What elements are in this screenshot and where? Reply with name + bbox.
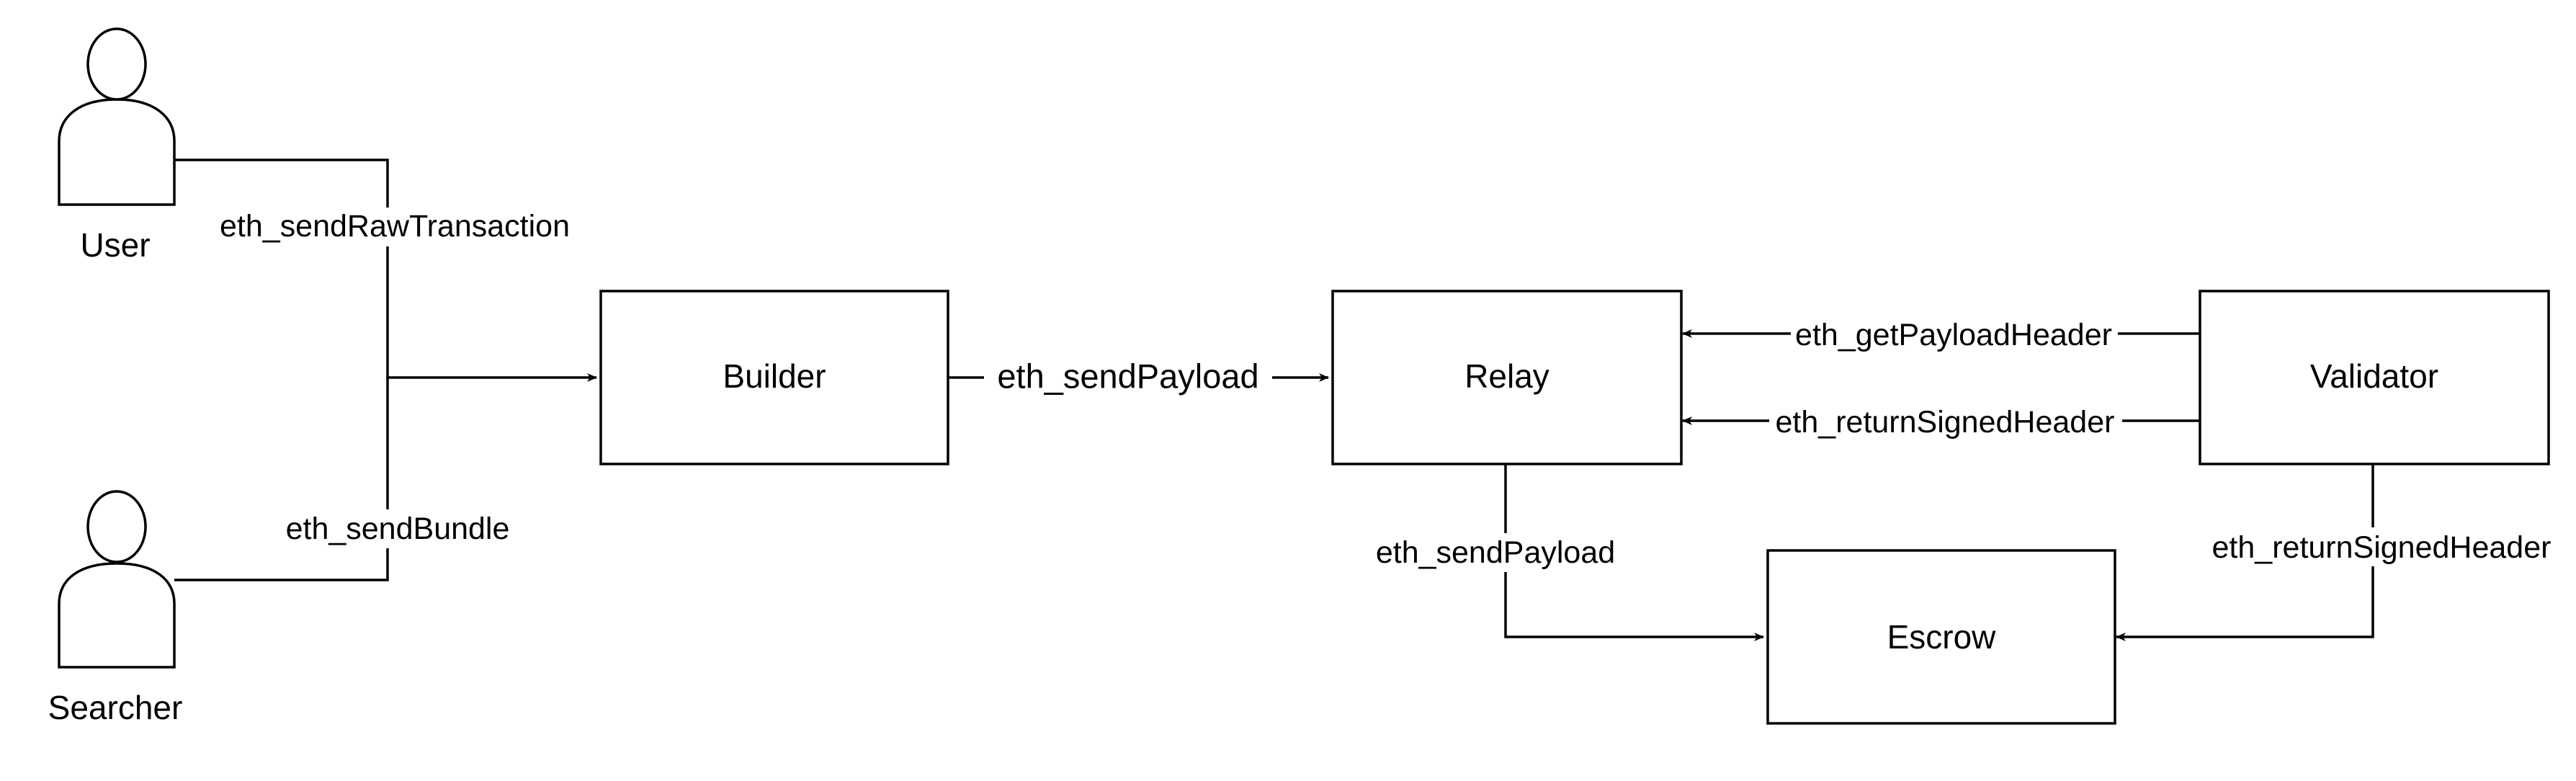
actor-label: User — [80, 226, 150, 264]
actor-label: Searcher — [48, 689, 183, 726]
edge-label-builder-relay: eth_sendPayload — [984, 356, 1272, 399]
edge-user-to-builder — [174, 159, 597, 382]
searcher-actor: Searcher — [48, 490, 183, 726]
edge-searcher-to-builder — [174, 378, 389, 581]
edge-label-send-raw-transaction: eth_sendRawTransaction — [213, 207, 578, 246]
node-label: Relay — [1464, 357, 1549, 395]
edge-label-return-signed-header-relay: eth_returnSignedHeader — [1769, 402, 2122, 441]
edge-line — [1504, 464, 1764, 641]
edge-label-send-bundle: eth_sendBundle — [279, 509, 517, 548]
edge-label-text: eth_sendPayload — [997, 357, 1258, 396]
validator-node: Validator — [2199, 290, 2550, 465]
edge-label-relay-escrow: eth_sendPayload — [1369, 533, 1641, 572]
edge-label-text: eth_sendRawTransaction — [220, 209, 570, 244]
edge-label-text: eth_sendPayload — [1376, 535, 1615, 570]
person-icon — [58, 490, 176, 669]
relay-node: Relay — [1331, 290, 1683, 465]
node-label: Escrow — [1887, 618, 1997, 656]
edge-label-text: eth_returnSignedHeader — [2212, 530, 2552, 565]
builder-node: Builder — [599, 290, 949, 465]
edge-label-text: eth_sendBundle — [286, 512, 510, 546]
edge-label-text: eth_getPayloadHeader — [1795, 318, 2112, 352]
escrow-node: Escrow — [1766, 549, 2116, 725]
node-label: Validator — [2310, 357, 2438, 395]
edge-line — [174, 159, 597, 382]
edge-label-text: eth_returnSignedHeader — [1776, 405, 2115, 439]
node-label: Builder — [723, 357, 826, 395]
edge-label-validator-escrow: eth_returnSignedHeader — [2203, 527, 2563, 566]
edge-line — [174, 378, 389, 581]
edge-validator-to-escrow — [2116, 464, 2374, 641]
edge-label-get-payload-header: eth_getPayloadHeader — [1791, 314, 2118, 353]
edge-relay-to-escrow — [1504, 464, 1764, 641]
person-icon — [58, 27, 176, 206]
edge-line — [2116, 464, 2374, 641]
user-actor: User — [58, 27, 176, 264]
